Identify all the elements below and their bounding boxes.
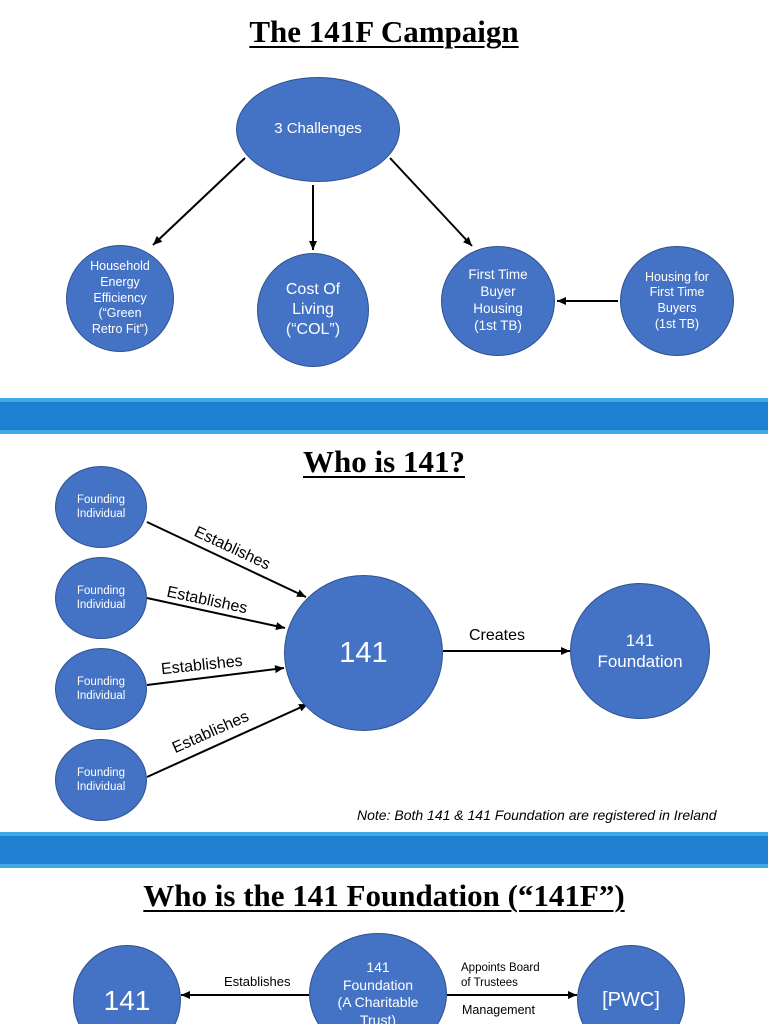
founding-individual-1: Founding Individual [55,466,147,548]
arrow-founder-4 [146,703,309,778]
who-141-title: Who is 141? [303,444,465,479]
entity-141-node: 141 [73,945,181,1024]
section-divider [0,832,768,868]
founding-individual-3: Founding Individual [55,648,147,730]
arrow-founder-2 [146,597,286,630]
arrow-founder-3 [146,665,285,686]
cost-of-living-node: Cost Of Living (“COL”) [257,253,369,367]
who-141f-section: Who is the 141 Foundation (“141F”) 141 E… [0,868,768,1024]
foundation-node: 141 Foundation [570,583,710,719]
arrow-to-ftb [389,157,473,247]
pwc-node: [PWC] [577,945,685,1024]
housing-for-ftb-node: Housing for First Time Buyers (1st TB) [620,246,734,356]
entity-141-node: 141 [284,575,443,731]
first-time-buyer-node: First Time Buyer Housing (1st TB) [441,246,555,356]
campaign-title: The 141F Campaign [249,14,519,49]
campaign-section: The 141F Campaign 3 Challenges Household… [0,0,768,398]
founding-individual-4: Founding Individual [55,739,147,821]
who-141-arrows [146,521,570,778]
household-energy-node: Household Energy Efficiency (“Green Retr… [66,245,174,352]
registration-note: Note: Both 141 & 141 Foundation are regi… [357,807,717,823]
appoints-board-label: Appoints Board of Trustees [461,962,540,989]
arrow-to-household [152,157,246,246]
founding-individual-2: Founding Individual [55,557,147,639]
arrow-founder-1 [146,521,307,598]
section-divider [0,398,768,434]
who-141-section: Who is 141? Founding Individual Founding… [0,434,768,832]
who-141f-title: Who is the 141 Foundation (“141F”) [143,878,625,913]
creates-label: Creates [469,627,526,644]
who-141f-arrows [181,991,577,999]
challenges-node: 3 Challenges [236,77,400,182]
establishes-label: Establishes [224,974,291,989]
campaign-arrows [152,157,618,305]
management-label: Management [462,1003,535,1017]
